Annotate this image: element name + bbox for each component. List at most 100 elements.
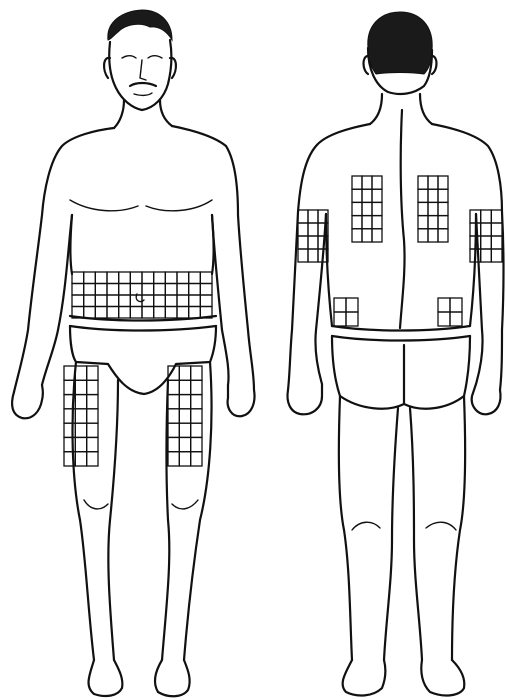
grid-cell bbox=[84, 307, 96, 319]
front-left-inner-arm bbox=[42, 215, 72, 385]
grid-cell bbox=[372, 229, 382, 242]
grid-cell bbox=[298, 249, 308, 262]
grid-cell bbox=[87, 423, 98, 437]
grid-cell bbox=[87, 395, 98, 409]
grid-cell bbox=[75, 366, 86, 380]
grid-cell bbox=[191, 452, 202, 466]
grid-cell bbox=[95, 284, 107, 296]
grid-cell bbox=[372, 202, 382, 215]
grid-cell bbox=[450, 312, 462, 326]
grid-cell bbox=[438, 298, 450, 312]
grid-cell bbox=[418, 176, 428, 189]
grid-right-thigh-front bbox=[168, 366, 202, 466]
grid-cell bbox=[179, 366, 190, 380]
grid-cell bbox=[362, 202, 372, 215]
grid-cell bbox=[346, 298, 358, 312]
grid-cell bbox=[298, 223, 308, 236]
grid-cell bbox=[191, 366, 202, 380]
grid-cell bbox=[491, 210, 502, 223]
grid-cell bbox=[481, 210, 492, 223]
grid-cell bbox=[308, 249, 318, 262]
grid-cell bbox=[352, 176, 362, 189]
grid-cell bbox=[308, 223, 318, 236]
grid-cell bbox=[418, 229, 428, 242]
grid-abdomen bbox=[72, 272, 212, 318]
grid-cell bbox=[372, 189, 382, 202]
grid-cell bbox=[428, 176, 438, 189]
grid-cell bbox=[87, 380, 98, 394]
back-left-shoulder-arm bbox=[288, 124, 370, 390]
grid-cell bbox=[84, 272, 96, 284]
grid-cell bbox=[130, 272, 142, 284]
grid-cell bbox=[165, 295, 177, 307]
grid-cell bbox=[428, 216, 438, 229]
grid-cell bbox=[72, 284, 84, 296]
grid-cell bbox=[481, 236, 492, 249]
grid-cell bbox=[142, 307, 154, 319]
grid-cell bbox=[177, 272, 189, 284]
grid-cell bbox=[177, 307, 189, 319]
back-left-foot bbox=[343, 660, 386, 695]
grid-cell bbox=[191, 437, 202, 451]
grid-cell bbox=[428, 202, 438, 215]
grid-cell bbox=[362, 229, 372, 242]
grid-right-lower-back bbox=[438, 298, 462, 326]
front-left-shoulder-arm bbox=[14, 128, 114, 392]
grid-cell bbox=[334, 298, 346, 312]
grid-right-upper-back bbox=[418, 176, 448, 242]
grid-cell bbox=[189, 284, 201, 296]
grid-cell bbox=[179, 409, 190, 423]
back-spine bbox=[400, 110, 405, 328]
back-right-hand bbox=[472, 384, 501, 414]
grid-cell bbox=[87, 409, 98, 423]
grid-cell bbox=[491, 249, 502, 262]
grid-cell bbox=[418, 216, 428, 229]
grid-cell bbox=[168, 437, 179, 451]
front-right-knee bbox=[172, 500, 198, 509]
grid-cell bbox=[84, 284, 96, 296]
grid-cell bbox=[346, 312, 358, 326]
grid-cell bbox=[95, 307, 107, 319]
grid-cell bbox=[428, 229, 438, 242]
grid-cell bbox=[450, 298, 462, 312]
back-right-shoulder-arm bbox=[432, 124, 504, 390]
grid-cell bbox=[75, 437, 86, 451]
grid-cell bbox=[362, 176, 372, 189]
grid-cell bbox=[177, 284, 189, 296]
grid-cell bbox=[179, 452, 190, 466]
grid-cell bbox=[418, 189, 428, 202]
grid-cell bbox=[168, 380, 179, 394]
back-right-inner-arm bbox=[476, 214, 483, 384]
grid-cell bbox=[438, 202, 448, 215]
grid-cell bbox=[352, 202, 362, 215]
grid-cell bbox=[75, 452, 86, 466]
front-briefs bbox=[70, 326, 216, 394]
grid-cell bbox=[352, 189, 362, 202]
front-torso-right bbox=[212, 215, 214, 274]
front-torso-left bbox=[71, 215, 73, 274]
grid-cell bbox=[84, 295, 96, 307]
grid-cell bbox=[154, 307, 166, 319]
grid-cell bbox=[481, 223, 492, 236]
front-right-leg-outer bbox=[184, 362, 212, 660]
grid-cell bbox=[362, 189, 372, 202]
grid-cell bbox=[165, 307, 177, 319]
front-pectorals bbox=[70, 200, 212, 211]
front-nose bbox=[140, 60, 146, 80]
back-left-calf bbox=[352, 522, 380, 530]
grid-cell bbox=[372, 216, 382, 229]
front-mouth bbox=[134, 93, 152, 95]
grid-cell bbox=[168, 452, 179, 466]
front-view bbox=[12, 10, 254, 696]
grid-cell bbox=[191, 409, 202, 423]
grid-cell bbox=[372, 176, 382, 189]
back-view bbox=[288, 12, 504, 695]
grid-cell bbox=[362, 216, 372, 229]
grid-cell bbox=[107, 307, 119, 319]
grid-cell bbox=[95, 295, 107, 307]
grid-cell bbox=[438, 189, 448, 202]
grid-cell bbox=[95, 272, 107, 284]
grid-cell bbox=[191, 423, 202, 437]
